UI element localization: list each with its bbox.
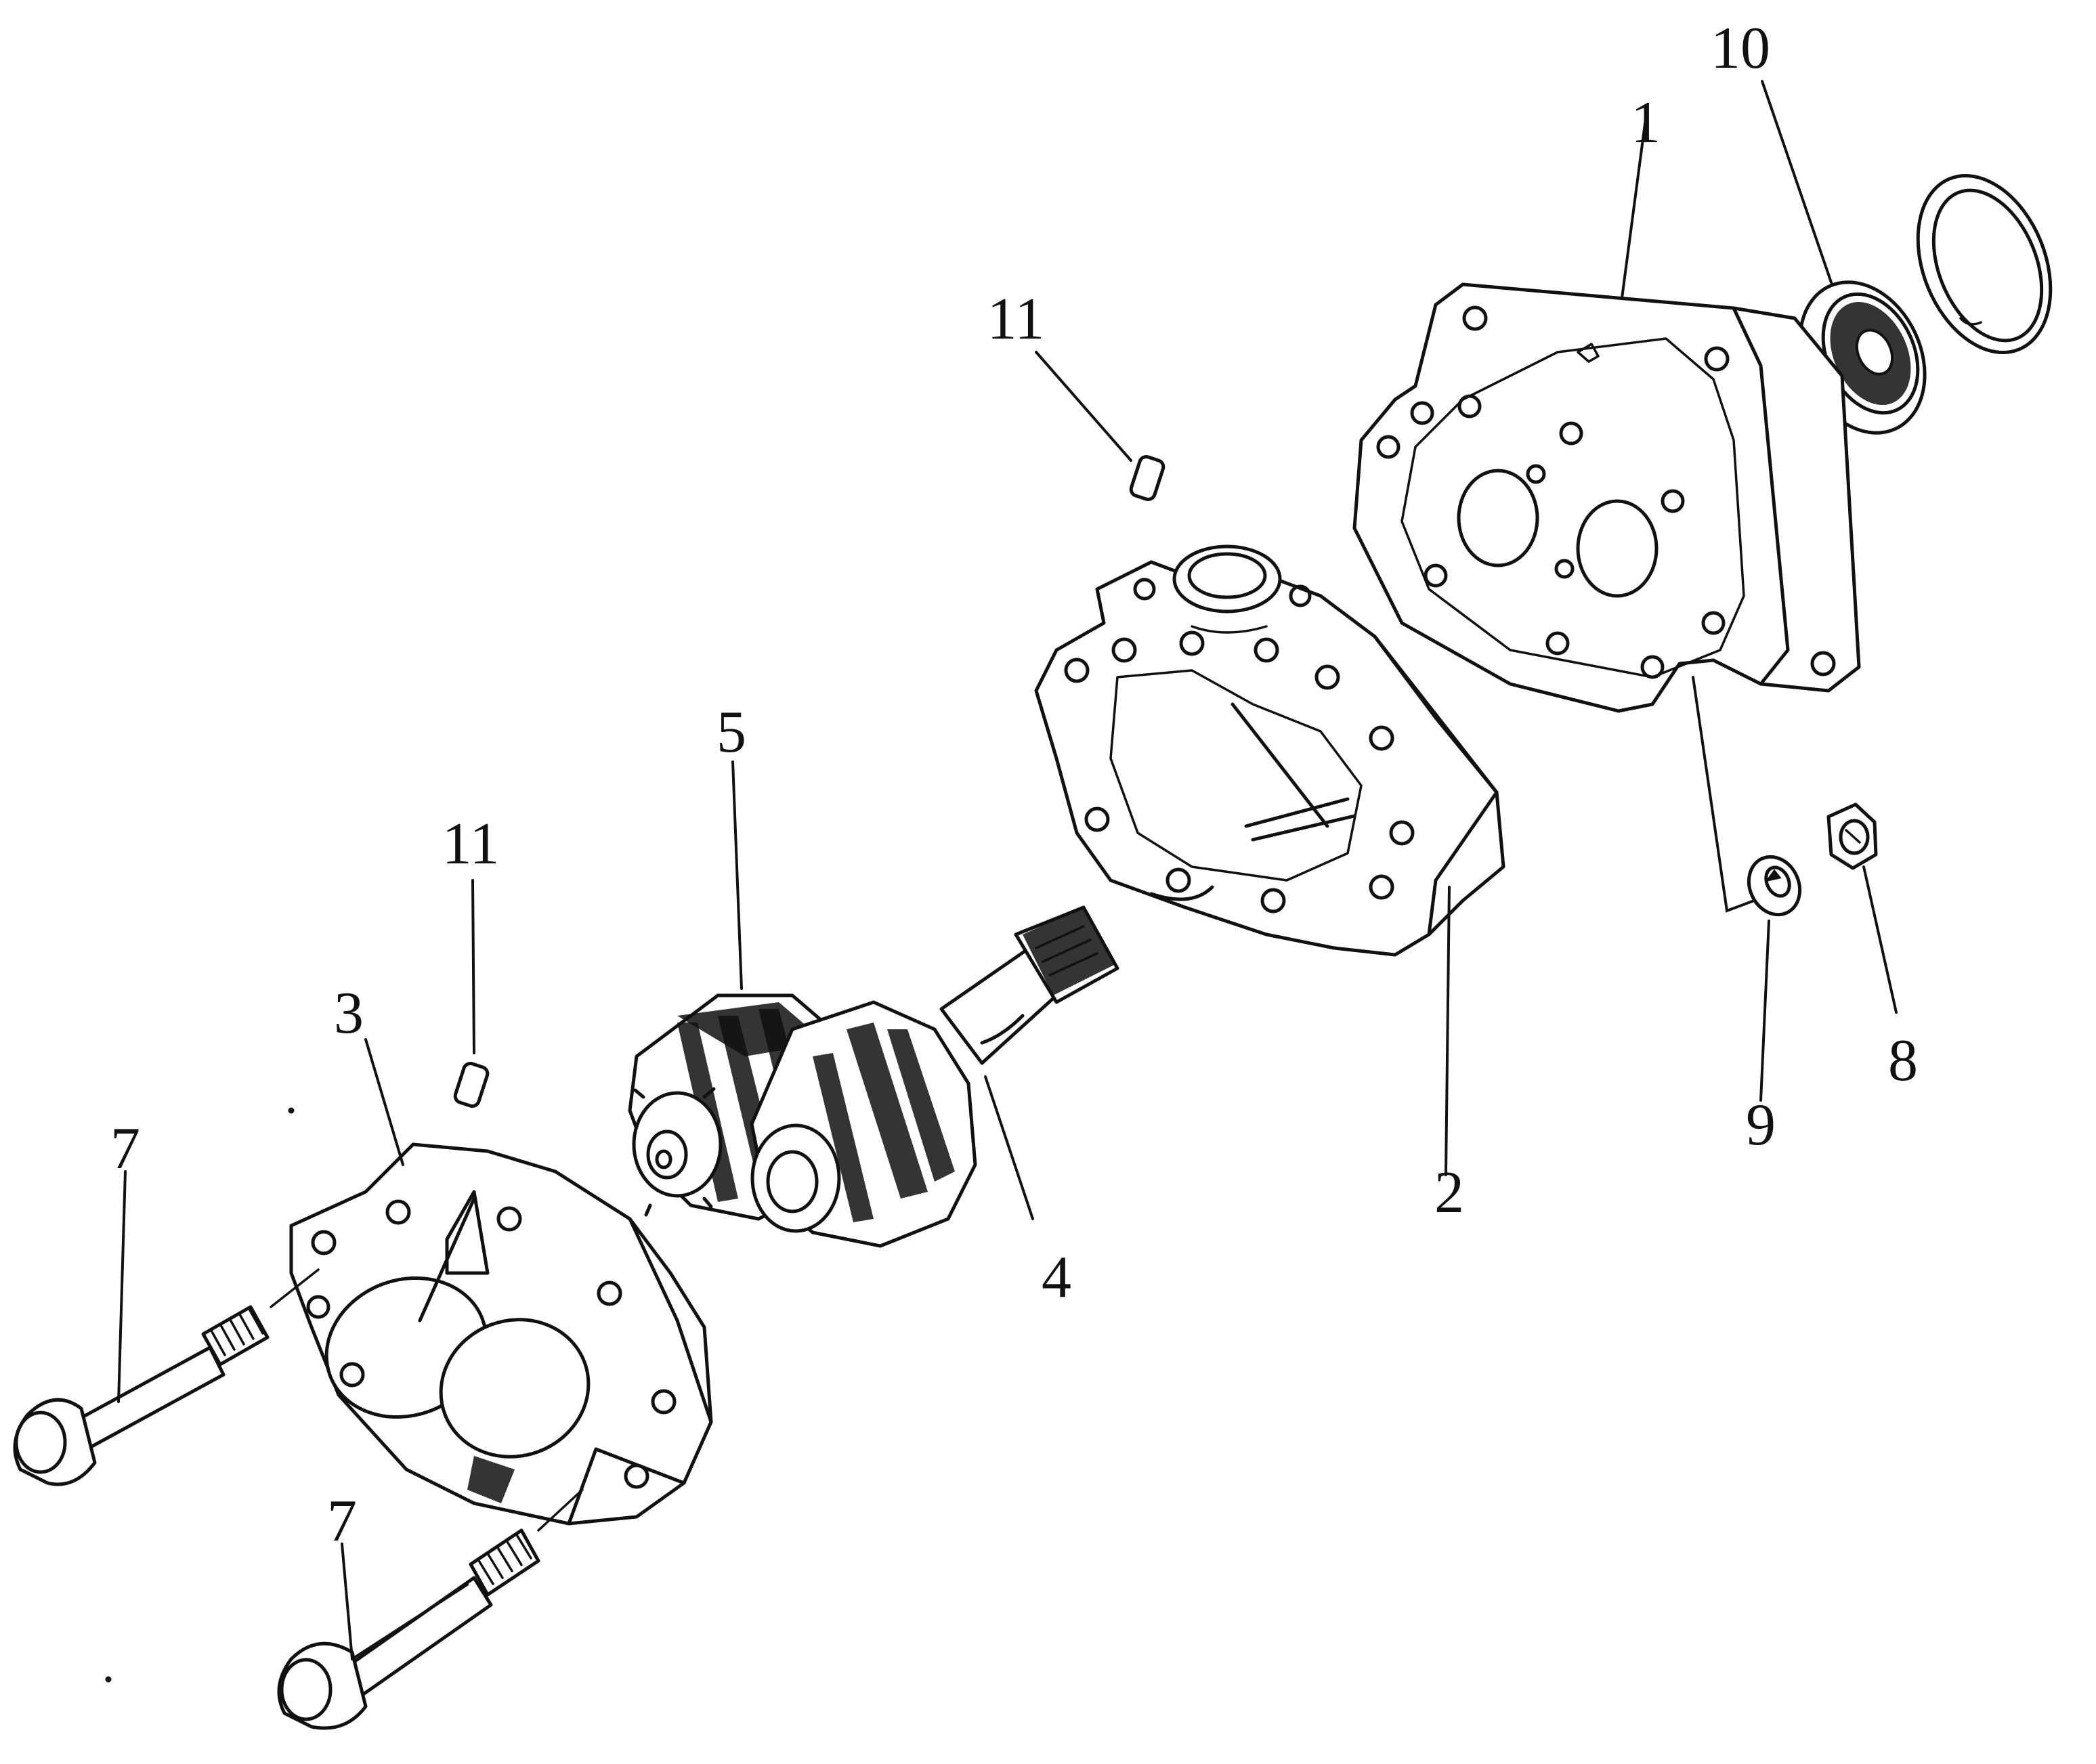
callout-11-lower: 11 xyxy=(442,811,500,877)
snap-ring xyxy=(1916,173,2053,355)
gear-housing xyxy=(1034,544,1505,957)
dowel-pin-upper xyxy=(1129,455,1165,501)
bolt-lower xyxy=(277,1528,540,1730)
callout-7-upper: 7 xyxy=(110,1116,140,1182)
rear-cover xyxy=(1352,282,1861,713)
lock-washer xyxy=(1747,855,1802,917)
callout-1: 1 xyxy=(1631,90,1661,156)
bolt-upper xyxy=(13,1305,270,1486)
bearing xyxy=(1798,280,1927,435)
front-cover xyxy=(289,1142,713,1526)
drive-gear-shaft xyxy=(750,905,1119,1248)
hex-nut xyxy=(1826,802,1878,870)
leader-lines xyxy=(117,80,1898,1660)
speck xyxy=(105,1676,112,1683)
callout-5: 5 xyxy=(717,700,746,765)
callout-3: 3 xyxy=(334,981,364,1046)
bolt-lower-alignment-line xyxy=(537,1488,584,1532)
callout-9: 9 xyxy=(1746,1092,1776,1158)
callout-4: 4 xyxy=(1042,1245,1071,1310)
callout-7-lower: 7 xyxy=(327,1488,357,1554)
callout-2: 2 xyxy=(1434,1160,1464,1226)
bolt-upper-alignment-line xyxy=(270,1268,320,1308)
dowel-pin-lower xyxy=(453,1062,490,1108)
callout-10: 10 xyxy=(1711,16,1770,81)
callouts: 1 10 11 5 11 3 4 2 9 8 7 7 xyxy=(110,16,1918,1554)
speck xyxy=(288,1107,295,1114)
callout-11-upper: 11 xyxy=(987,286,1045,352)
callout-8: 8 xyxy=(1888,1028,1918,1094)
